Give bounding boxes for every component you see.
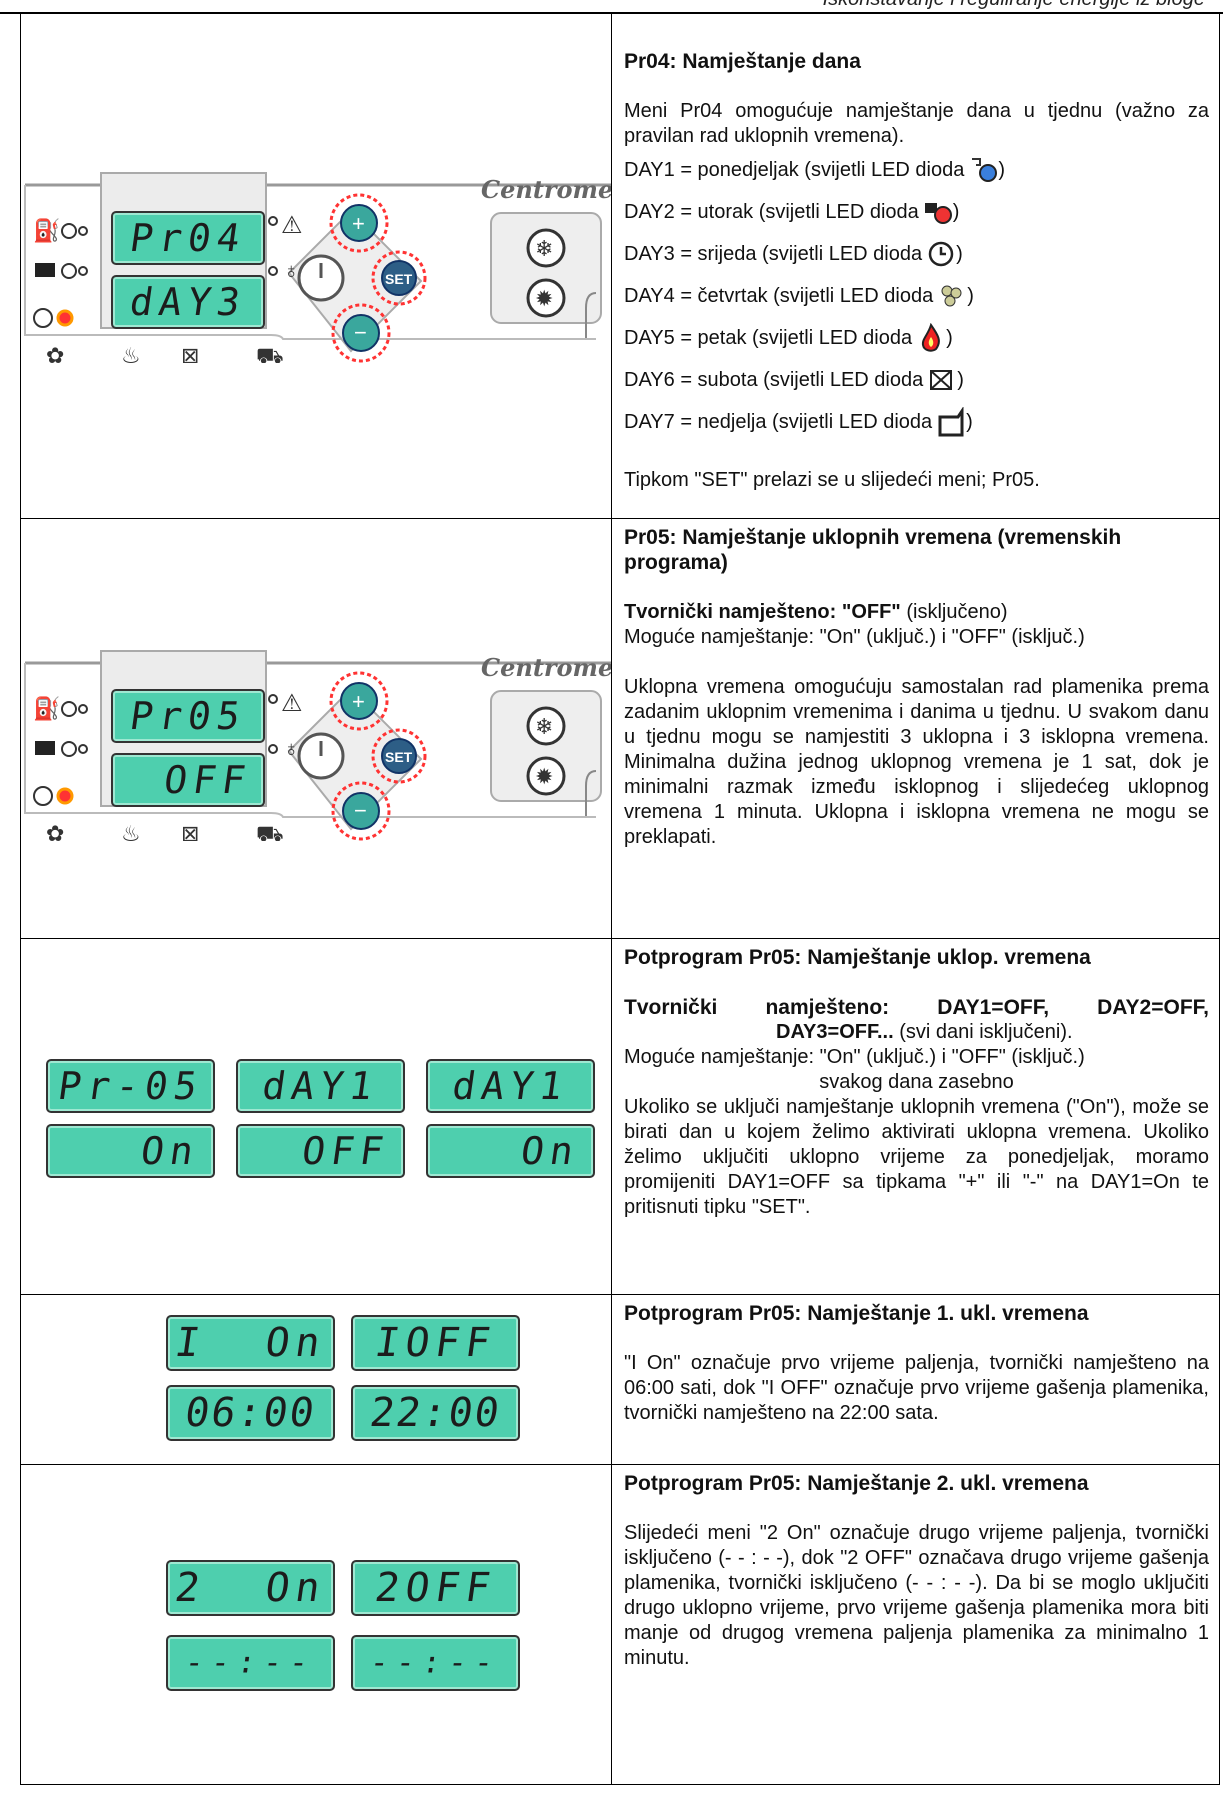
lcd-display-3-top: dAY1: [426, 1059, 595, 1113]
svg-text:✹: ✹: [535, 286, 553, 311]
lcd-top: Pr05: [111, 689, 265, 743]
svg-text:+: +: [352, 689, 365, 714]
control-panel-pr05: ⛽ ⚠ ♁ ✿ ♨ ⊠ ⛟ Centrometal: [21, 641, 611, 841]
paragraph: Slijedeći meni "2 On" označuje drugo vri…: [624, 1522, 1209, 1669]
text-cell-pr04: Pr04: Namještanje dana Meni Pr04 omoguću…: [611, 12, 1220, 519]
svg-text:Centrometal: Centrometal: [481, 653, 611, 682]
lcd-display-2-top: dAY1: [236, 1059, 405, 1113]
factory-setting: Tvornički namješteno: "OFF" (isključeno): [624, 601, 1008, 623]
svg-text:✹: ✹: [535, 764, 553, 789]
day-line-3: DAY3 = srijeda (svijetli LED dioda ): [624, 233, 1209, 275]
tank-icon: [938, 407, 964, 437]
panel-frame: ⛽ ⚠ ♁ ✿ ♨ ⊠ ⛟: [24, 172, 611, 363]
lcd-display-1-top: Pr-05: [46, 1059, 215, 1113]
svg-text:♁: ♁: [283, 736, 300, 761]
svg-text:⊠: ⊠: [181, 821, 199, 841]
row-pr05-time2: 2 On --:-- 2OFF --:-- Potprogram Pr05: N…: [20, 1464, 1220, 1785]
svg-text:♁: ♁: [283, 258, 300, 283]
section-title: Potprogram Pr05: Namještanje 1. ukl. vre…: [624, 1302, 1089, 1325]
possible-setting: Moguće namještanje: "On" (uključ.) i "OF…: [624, 1046, 1085, 1068]
svg-text:♨: ♨: [121, 343, 141, 363]
possible-setting-cont: svakog dana zasebno: [819, 1071, 1014, 1093]
row-pr05-days: Pr-05 On dAY1 OFF dAY1 On Potprogram Pr0…: [20, 938, 1220, 1295]
lcd-display-1-bottom: 06:00: [166, 1385, 335, 1441]
paragraph: Uklopna vremena omogućuju samostalan rad…: [624, 676, 1209, 848]
svg-text:✿: ✿: [46, 343, 64, 363]
paragraph: Ukoliko se uključi namještanje uklopnih …: [624, 1096, 1209, 1218]
factory-setting: Tvornički namješteno: DAY1=OFF, DAY2=OFF…: [624, 996, 1209, 1019]
tap-pump-icon: [972, 158, 998, 182]
paragraph: "I On" označuje prvo vrijeme paljenja, t…: [624, 1352, 1209, 1424]
lcd-display-1-bottom: --:--: [166, 1635, 335, 1691]
clock-icon: [928, 241, 954, 267]
possible-setting: Moguće namještanje: "On" (uključ.) i "OF…: [624, 626, 1085, 648]
day-line-6: DAY6 = subota (svijetli LED dioda ): [624, 359, 1209, 401]
paragraph: Tipkom "SET" prelazi se u slijedeći meni…: [624, 469, 1040, 491]
svg-text:⚠: ⚠: [281, 212, 303, 239]
panel-cell-pr04: ⛽ ⚠ ♁ ✿ ♨ ⊠ ⛟: [20, 12, 612, 519]
svg-text:⛽: ⛽: [33, 696, 60, 721]
svg-text:SET: SET: [385, 271, 413, 287]
day-line-2: DAY2 = utorak (svijetli LED dioda ): [624, 191, 1209, 233]
lcd-bottom: dAY3: [111, 275, 265, 329]
row-pr05-time1: I On 06:00 IOFF 22:00 Potprogram Pr05: N…: [20, 1294, 1220, 1465]
day-line-7: DAY7 = nedjelja (svijetli LED dioda ): [624, 401, 1209, 443]
lcd-top: Pr04: [111, 211, 265, 265]
svg-text:⛟: ⛟: [256, 821, 284, 841]
lcd-display-2-bottom: 22:00: [351, 1385, 520, 1441]
section-title: Potprogram Pr05: Namještanje 2. ukl. vre…: [624, 1472, 1089, 1495]
svg-text:+: +: [352, 211, 365, 236]
svg-text:−: −: [354, 320, 367, 345]
factory-setting-cont: DAY3=OFF... (svi dani isključeni).: [776, 1021, 1073, 1043]
lcd-display-2-bottom: --:--: [351, 1635, 520, 1691]
lcd-display-2-top: IOFF: [351, 1315, 520, 1371]
svg-text:⛟: ⛟: [256, 343, 284, 363]
svg-text:✿: ✿: [46, 821, 64, 841]
lcd-display-2-bottom: OFF: [236, 1124, 405, 1178]
svg-text:Centrometal: Centrometal: [481, 175, 611, 204]
day-line-1: DAY1 = ponedjeljak (svijetli LED dioda ): [624, 149, 1209, 191]
control-panel-pr04: ⛽ ⚠ ♁ ✿ ♨ ⊠ ⛟: [21, 163, 611, 363]
panel-frame: ⛽ ⚠ ♁ ✿ ♨ ⊠ ⛟ Centrometal: [24, 650, 611, 841]
lcd-bottom: OFF: [111, 753, 265, 807]
flame-icon: [922, 323, 941, 352]
svg-text:❄: ❄: [535, 714, 553, 739]
section-title: Potprogram Pr05: Namještanje uklop. vrem…: [624, 946, 1091, 969]
svg-text:⚠: ⚠: [281, 690, 303, 717]
text-cell-pr05: Pr05: Namještanje uklopnih vremena (vrem…: [611, 518, 1220, 939]
section-title: Pr05: Namještanje uklopnih vremena (vrem…: [624, 526, 1122, 574]
display-cell-time1: I On 06:00 IOFF 22:00: [20, 1294, 612, 1465]
header-text: Iskorištavanje i reguliranje energije iz…: [823, 0, 1205, 11]
svg-text:⊠: ⊠: [181, 343, 199, 363]
row-pr04: ⛽ ⚠ ♁ ✿ ♨ ⊠ ⛟: [20, 12, 1220, 519]
lcd-display-3-bottom: On: [426, 1124, 595, 1178]
paragraph: Meni Pr04 omogućuje namještanje dana u t…: [624, 100, 1209, 147]
panel-cell-pr05: ⛽ ⚠ ♁ ✿ ♨ ⊠ ⛟ Centrometal: [20, 518, 612, 939]
display-cell-days: Pr-05 On dAY1 OFF dAY1 On: [20, 938, 612, 1295]
radiator-pump-icon: [924, 203, 952, 224]
text-cell-pr05-time2: Potprogram Pr05: Namještanje 2. ukl. vre…: [611, 1464, 1220, 1785]
svg-text:❄: ❄: [535, 236, 553, 261]
text-cell-pr05-days: Potprogram Pr05: Namještanje uklop. vrem…: [611, 938, 1220, 1295]
day-line-4: DAY4 = četvrtak (svijetli LED dioda ): [624, 275, 1209, 317]
row-pr05: ⛽ ⚠ ♁ ✿ ♨ ⊠ ⛟ Centrometal: [20, 518, 1220, 939]
lcd-display-1-bottom: On: [46, 1124, 215, 1178]
svg-text:−: −: [354, 798, 367, 823]
fan-cross-icon: [930, 370, 953, 390]
svg-text:♨: ♨: [121, 821, 141, 841]
day-line-5: DAY5 = petak (svijetli LED dioda ): [624, 317, 1209, 359]
text-cell-pr05-time1: Potprogram Pr05: Namještanje 1. ukl. vre…: [611, 1294, 1220, 1465]
manual-table: ⛽ ⚠ ♁ ✿ ♨ ⊠ ⛟: [20, 12, 1220, 1785]
lcd-display-2-top: 2OFF: [351, 1560, 520, 1616]
section-title: Pr04: Namještanje dana: [624, 50, 861, 73]
pellet-icon: [941, 285, 962, 307]
lcd-display-1-top: 2 On: [166, 1560, 335, 1616]
svg-text:SET: SET: [385, 749, 413, 765]
lcd-display-1-top: I On: [166, 1315, 335, 1371]
display-cell-time2: 2 On --:-- 2OFF --:--: [20, 1464, 612, 1785]
svg-text:⛽: ⛽: [33, 218, 60, 243]
